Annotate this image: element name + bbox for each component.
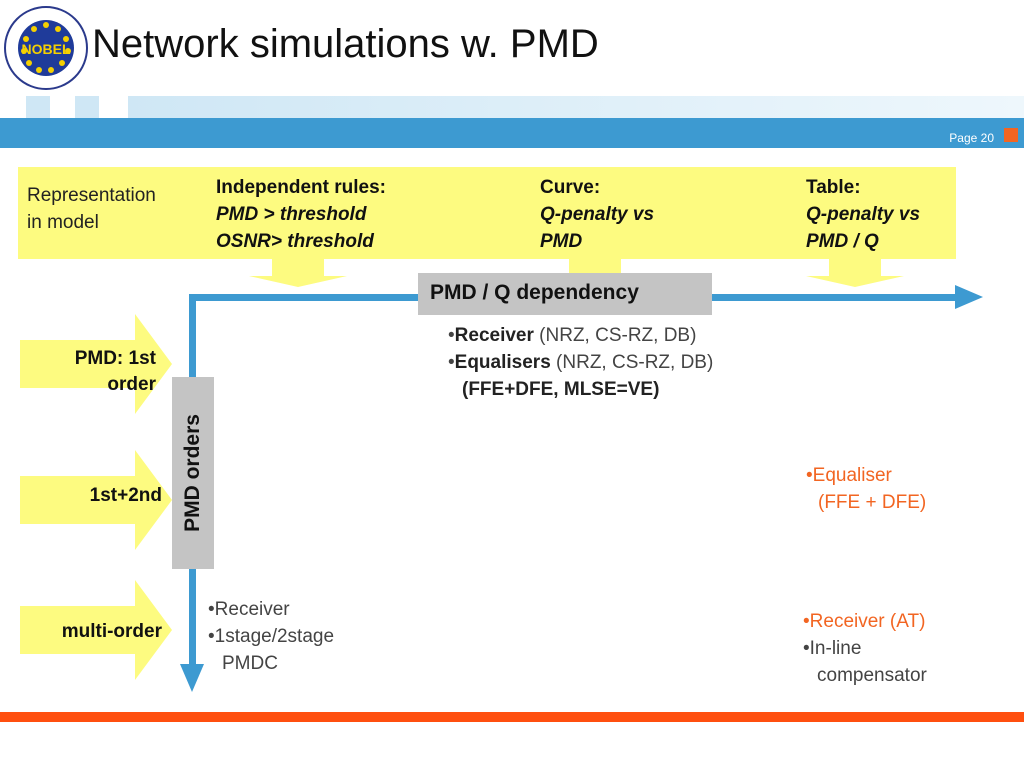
curve-notes: •Receiver (NRZ, CS-RZ, DB) •Equalisers (…: [448, 322, 713, 403]
bullet-item: •1stage/2stage: [208, 626, 335, 647]
row-arrow-first-order: [20, 314, 172, 414]
column-heading: Table:: [806, 177, 861, 198]
representation-bar: [18, 167, 956, 259]
down-arrow-table: [806, 259, 904, 287]
horizontal-axis-arrowhead: [955, 285, 983, 309]
rules-column: Independent rules: PMD > threshold OSNR>…: [216, 174, 386, 255]
bullet-item: •Receiver: [208, 599, 290, 620]
table-bottom-notes: •Receiver (AT) •In-line compensator: [803, 608, 927, 689]
row-label-multi-order: multi-order: [61, 621, 162, 642]
header-blue-band: [0, 118, 1024, 148]
page-number: Page 20: [949, 131, 994, 145]
table-column: Table: Q-penalty vs PMD / Q: [806, 174, 920, 255]
bullet-item: •Receiver (NRZ, CS-RZ, DB): [448, 325, 697, 346]
column-line: PMD > threshold: [216, 204, 367, 225]
rules-notes: •Receiver •1stage/2stage PMDC: [208, 596, 334, 677]
column-heading: Curve:: [540, 177, 601, 198]
bullet-item: •Equaliser: [806, 465, 892, 486]
column-heading: Independent rules:: [216, 177, 386, 198]
slide-title: Network simulations w. PMD: [92, 22, 599, 66]
header-square: [75, 96, 99, 118]
column-line: OSNR> threshold: [216, 231, 374, 252]
svg-text:NOBEL: NOBEL: [22, 41, 71, 57]
header-fade-band: [128, 96, 1024, 118]
row-arrow-multi-order: [20, 580, 172, 680]
header-square: [26, 96, 50, 118]
representation-label: Representation in model: [27, 185, 156, 233]
bullet-continuation: (FFE + DFE): [818, 492, 927, 513]
column-line: Q-penalty vs: [540, 204, 655, 225]
footer-orange-line: [0, 712, 1024, 722]
pmd-q-dependency-label: PMD / Q dependency: [418, 273, 712, 315]
page-marker: [1004, 128, 1018, 142]
down-arrow-rules: [249, 259, 347, 287]
column-line: PMD / Q: [806, 231, 879, 252]
column-line: Q-penalty vs: [806, 204, 921, 225]
column-line: PMD: [540, 231, 583, 252]
bullet-continuation: (FFE+DFE, MLSE=VE): [462, 379, 660, 400]
nobel-logo: NOBEL: [4, 6, 88, 90]
table-mid-notes: •Equaliser (FFE + DFE): [806, 462, 926, 516]
bullet-item: •In-line: [803, 638, 862, 659]
bullet-continuation: compensator: [817, 665, 927, 686]
pmd-orders-label: PMD orders: [172, 377, 214, 569]
bullet-continuation: PMDC: [222, 653, 278, 674]
row-label-first-order: PMD: 1st order: [74, 348, 156, 395]
row-label-first-second: 1st+2nd: [89, 485, 162, 506]
curve-column: Curve: Q-penalty vs PMD: [540, 174, 654, 255]
bullet-item: •Equalisers (NRZ, CS-RZ, DB): [448, 352, 714, 373]
vertical-axis-arrowhead: [180, 664, 204, 692]
bullet-item: •Receiver (AT): [803, 611, 926, 632]
row-arrow-first-second: [20, 450, 172, 550]
